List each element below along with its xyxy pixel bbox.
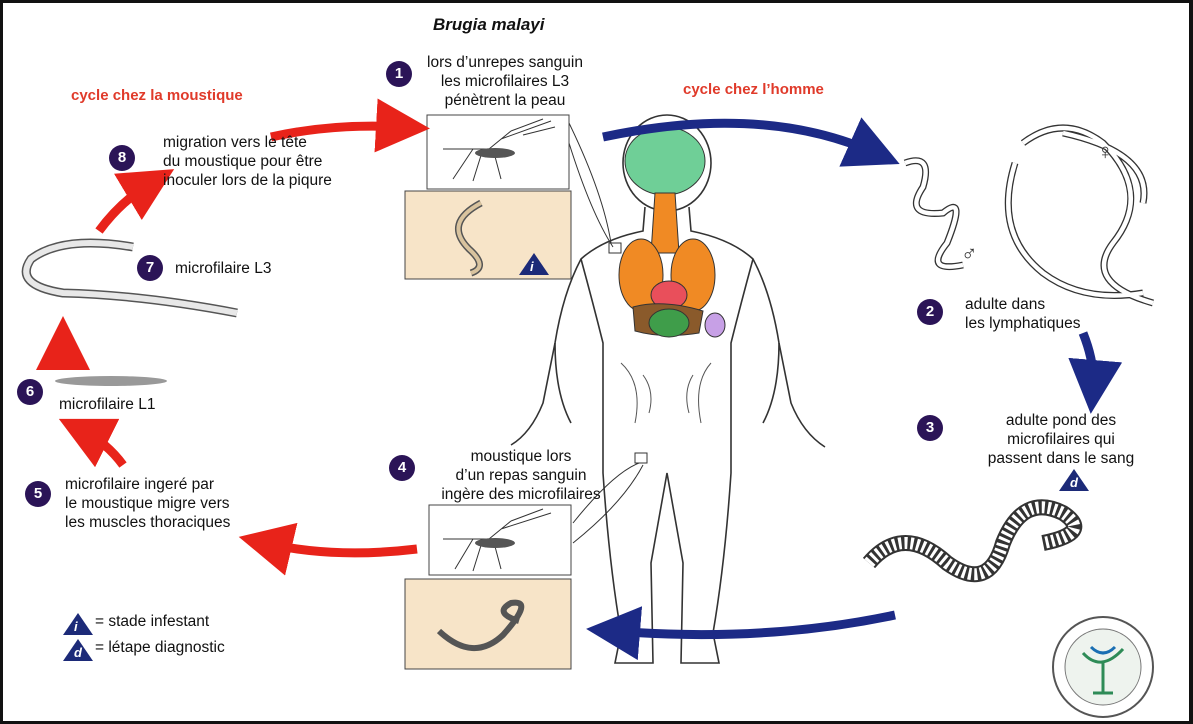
mosquito-panel-bottom xyxy=(405,505,571,669)
step-8-line-3: inoculer lors de la piqure xyxy=(163,171,332,190)
step-2-line-2: les lymphatiques xyxy=(965,314,1080,333)
organs xyxy=(619,127,725,423)
legend-diagnostic-text: = létape diagnostic xyxy=(95,639,225,657)
step-5-line-2: le moustique migre vers xyxy=(65,494,230,513)
step-8-text: migration vers le tête du moustique pour… xyxy=(163,133,332,190)
step-4-line-2: d’un repas sanguin xyxy=(405,466,637,485)
skin-site-box-upper xyxy=(609,243,621,253)
step-4-line-1: moustique lors xyxy=(405,447,637,466)
step-badge-5: 5 xyxy=(25,481,51,507)
legend-infective-letter: i xyxy=(74,619,78,634)
legend-diagnostic-letter: d xyxy=(74,645,82,660)
step-badge-1: 1 xyxy=(386,61,412,87)
diagnostic-stage-badge: d xyxy=(1059,469,1089,491)
legend-diagnostic-badge: d xyxy=(63,639,93,661)
step-8-line-2: du moustique pour être xyxy=(163,152,332,171)
step-7-text: microfilaire L3 xyxy=(175,259,271,278)
step-badge-2: 2 xyxy=(917,299,943,325)
step-2-text: adulte dans les lymphatiques xyxy=(965,295,1080,333)
step-badge-6: 6 xyxy=(17,379,43,405)
institution-seal-logo xyxy=(1053,617,1153,717)
infective-badge-letter: i xyxy=(530,259,534,274)
heading-human-cycle: cycle chez l’homme xyxy=(683,81,824,98)
step-2-line-1: adulte dans xyxy=(965,295,1080,314)
step-3-line-1: adulte pond des xyxy=(969,411,1153,430)
heading-mosquito-cycle: cycle chez la moustique xyxy=(71,87,243,104)
l3-larva xyxy=(26,243,237,313)
step-8-line-1: migration vers le tête xyxy=(163,133,332,152)
step-5-line-1: microfilaire ingeré par xyxy=(65,475,230,494)
step-badge-8: 8 xyxy=(109,145,135,171)
legend-infective-badge: i xyxy=(63,613,93,635)
step-badge-7: 7 xyxy=(137,255,163,281)
step-4-text: moustique lors d’un repas sanguin ingère… xyxy=(405,447,637,504)
legend-infective-text: = stade infestant xyxy=(95,613,209,631)
infective-stage-badge: i xyxy=(519,253,549,275)
step-1-line-2: les microfilaires L3 xyxy=(411,72,599,91)
step-5-text: microfilaire ingeré par le moustique mig… xyxy=(65,475,230,532)
step-1-text: lors d’unrepes sanguin les microfilaires… xyxy=(411,53,599,110)
blood-microfilaria xyxy=(869,507,1074,574)
step-4-line-3: ingère des microfilaires xyxy=(405,485,637,504)
step-3-line-2: microfilaires qui xyxy=(969,430,1153,449)
female-symbol: ♀ xyxy=(1097,141,1114,163)
step-1-line-1: lors d’unrepes sanguin xyxy=(411,53,599,72)
male-symbol: ♂ xyxy=(961,243,978,265)
step-3-line-3: passent dans le sang xyxy=(969,449,1153,468)
diagram-title: Brugia malayi xyxy=(433,15,545,35)
step-3-text: adulte pond des microfilaires qui passen… xyxy=(969,411,1153,468)
l1-larva xyxy=(55,376,167,386)
step-6-text: microfilaire L1 xyxy=(59,395,155,414)
step-1-line-3: pénètrent la peau xyxy=(411,91,599,110)
step-5-line-3: les muscles thoraciques xyxy=(65,513,230,532)
diagnostic-badge-letter: d xyxy=(1070,475,1078,490)
step-badge-3: 3 xyxy=(917,415,943,441)
human-cycle-arrows xyxy=(603,123,1093,634)
